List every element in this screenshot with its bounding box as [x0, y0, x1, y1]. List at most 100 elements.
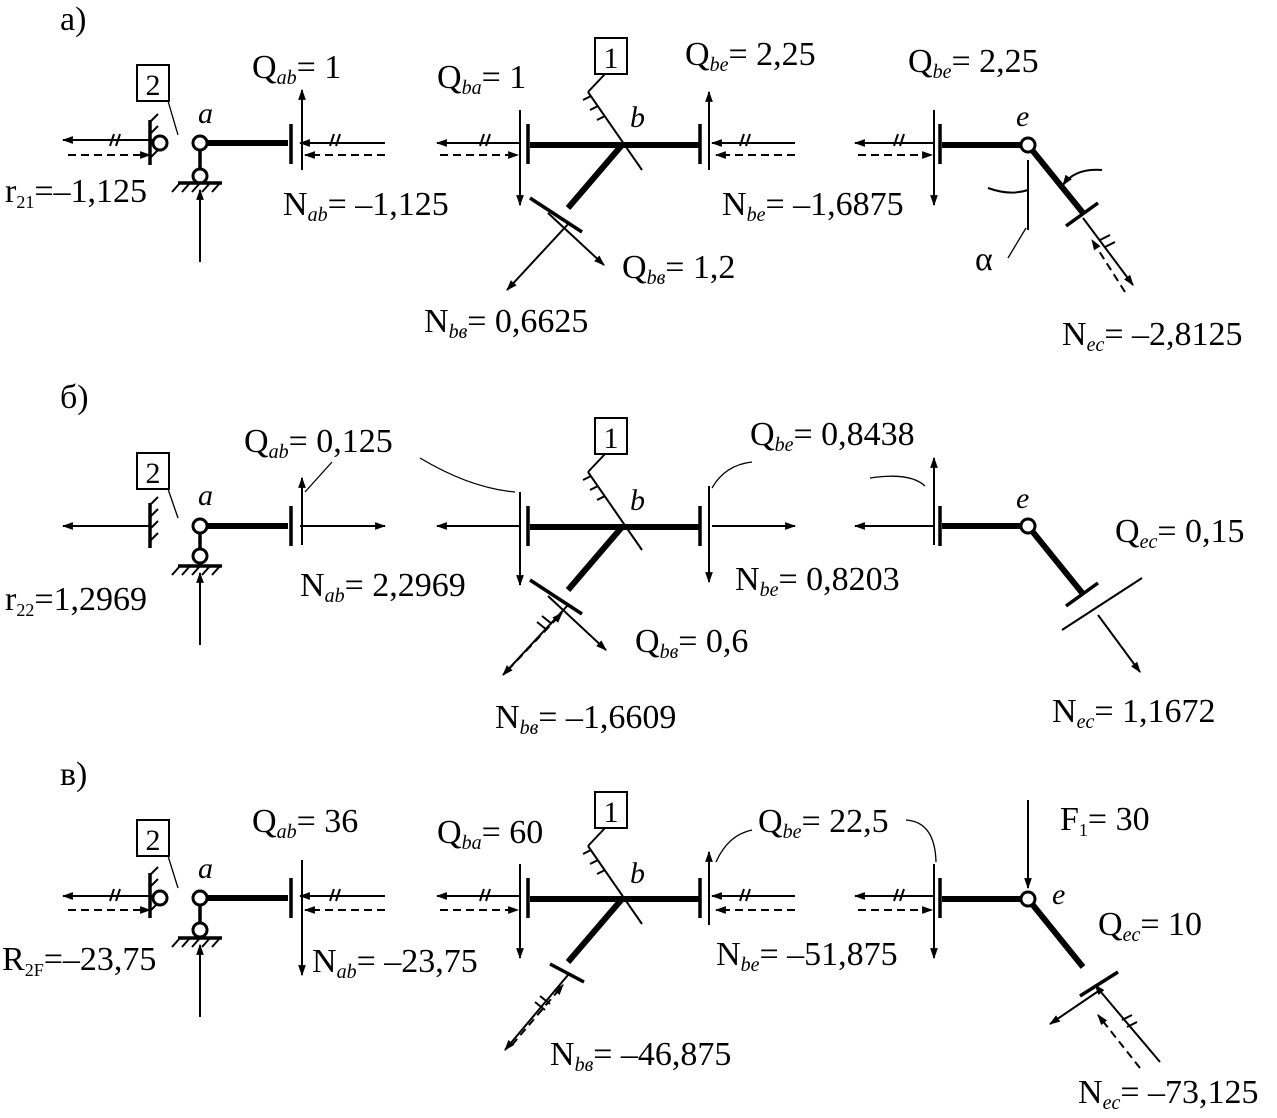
axial-label-ec: Nec= –73,125	[1078, 1074, 1259, 1114]
leader-line	[715, 829, 753, 863]
section-cut	[549, 962, 585, 984]
angle-arc	[1062, 168, 1103, 186]
support-hatch	[149, 866, 159, 912]
axial-label-bv: Nbв= –1,6609	[495, 699, 676, 739]
hinge-icon	[191, 517, 209, 535]
support-hatch	[149, 496, 159, 542]
axial-label-be: Nbe= –1,6875	[722, 186, 904, 226]
section-cut	[1064, 201, 1100, 228]
shear-label-ab: Qab= 1	[252, 49, 341, 89]
section-a-node-e: e α Qbe= 2,25 Nec= –2,8125	[853, 43, 1243, 356]
axial-label-be: Nbe= –51,875	[716, 936, 898, 976]
unit-displacement-arrow	[507, 612, 563, 671]
shear-label-be: Qbe= 0,8438	[750, 416, 915, 456]
leader-line	[167, 100, 179, 136]
tick-marks	[893, 133, 905, 147]
section-line	[1061, 577, 1143, 631]
tick-marks	[109, 133, 121, 147]
leader-line	[869, 475, 926, 487]
section-b-marker: б)	[60, 379, 89, 416]
axial-label-ab: Nab= 2,2969	[300, 567, 466, 607]
reaction-label: r21=–1,125	[5, 173, 147, 212]
shear-label-bv: Qbв= 0,6	[635, 623, 748, 663]
shear-arrow	[547, 212, 605, 266]
reaction-label: R2F=–23,75	[2, 941, 156, 980]
shear-label-ec: Qec= 0,15	[1115, 513, 1245, 553]
section-a-marker: а)	[60, 1, 86, 38]
hinge-icon	[1019, 136, 1037, 154]
shear-label-ab: Qab= 36	[252, 803, 358, 843]
section-cut	[1079, 970, 1119, 998]
unit-displacement-arrow	[1097, 1014, 1141, 1069]
box-2	[136, 452, 170, 490]
node-a-label: a	[198, 479, 213, 512]
section-c-node-b: 1 b Qba= 60 Qbe= 22,5 Nbe= –51,875	[435, 791, 898, 1076]
node-b-label: b	[630, 857, 645, 890]
leader-line	[167, 488, 179, 519]
box-1	[594, 37, 628, 75]
hinge-icon	[1019, 890, 1037, 908]
leader-line	[1007, 227, 1027, 259]
leader-line	[304, 461, 333, 493]
hinge-icon	[151, 889, 169, 907]
tick-marks	[479, 133, 491, 147]
ground-hatch	[171, 565, 221, 576]
restraint-hatch	[582, 95, 606, 121]
leader-line	[167, 855, 179, 889]
axial-label-ab: Nab= –1,125	[283, 186, 449, 226]
reaction-label: r22=1,2969	[5, 581, 147, 620]
column-ec	[1025, 897, 1086, 969]
axial-arrow	[1094, 984, 1161, 1063]
section-c-node-a: 2 a R2F=–23,75 Qab= 36 Nab= –23,75	[2, 803, 478, 1017]
tick-marks	[329, 888, 341, 902]
section-cut	[529, 196, 583, 234]
shear-label-be: Qbe= 2,25	[685, 36, 816, 76]
angle-arc	[987, 187, 1029, 194]
node-e-label: e	[1052, 878, 1065, 911]
alpha-label: α	[975, 241, 993, 278]
shear-label-ab: Qab= 0,125	[244, 423, 393, 463]
section-b-node-a: 2 a r22=1,2969 Qab= 0,125 Nab= 2,2969	[5, 423, 466, 645]
box-1-label: 1	[604, 796, 619, 829]
tick-marks	[536, 615, 553, 631]
axial-label-be: Nbe= 0,8203	[735, 561, 900, 601]
shear-label-be: Qbe= 22,5	[758, 803, 889, 843]
node-b-label: b	[630, 101, 645, 134]
unit-displacement-arrow	[1091, 239, 1126, 293]
box-2	[136, 819, 170, 857]
section-b: б) 2 a r22=1,2969 Qab= 0,125 Nab= 2,2969	[5, 379, 1245, 739]
node-a-label: a	[198, 97, 213, 130]
section-b-node-b: 1 b Qbe= 0,8438 Nbe= 0,8203 Qbв= 0,6 Nbв…	[419, 416, 915, 739]
axial-label-ec: Nec= 1,1672	[1052, 693, 1216, 733]
node-a-label: a	[198, 852, 213, 885]
section-a-node-b: 1 b Qba= 1 Qbe= 2,25 Nbe= –1,6875 Qbв= 1…	[424, 36, 904, 343]
hinge-icon	[191, 547, 209, 565]
tick-marks	[534, 995, 551, 1011]
node-b-label: b	[630, 484, 645, 517]
tick-marks	[1099, 234, 1116, 248]
section-cut	[1064, 581, 1100, 608]
leader-line	[587, 453, 606, 473]
hinge-icon	[191, 889, 209, 907]
column-bv	[565, 525, 625, 592]
rotation-restraint	[587, 91, 643, 171]
tick-marks	[893, 888, 905, 902]
tick-marks	[329, 133, 341, 147]
tick-marks	[739, 888, 751, 902]
hinge-icon	[191, 921, 209, 939]
leader-line	[905, 819, 937, 863]
box-1	[594, 791, 628, 829]
column-ec	[1025, 143, 1086, 215]
hinge-icon	[151, 134, 169, 152]
ground-hatch	[171, 937, 221, 948]
node-e-label: e	[1016, 482, 1029, 515]
leader-line	[711, 461, 753, 489]
box-2-label: 2	[146, 69, 161, 102]
leader-line	[587, 73, 606, 93]
axial-label-bv: Nbв= –46,875	[550, 1036, 731, 1076]
tick-marks	[109, 888, 121, 902]
section-c-marker: в)	[60, 756, 87, 793]
section-c: в) 2 a R2F=–23,75 Qab= 36	[2, 756, 1259, 1114]
box-2-label: 2	[146, 824, 161, 857]
